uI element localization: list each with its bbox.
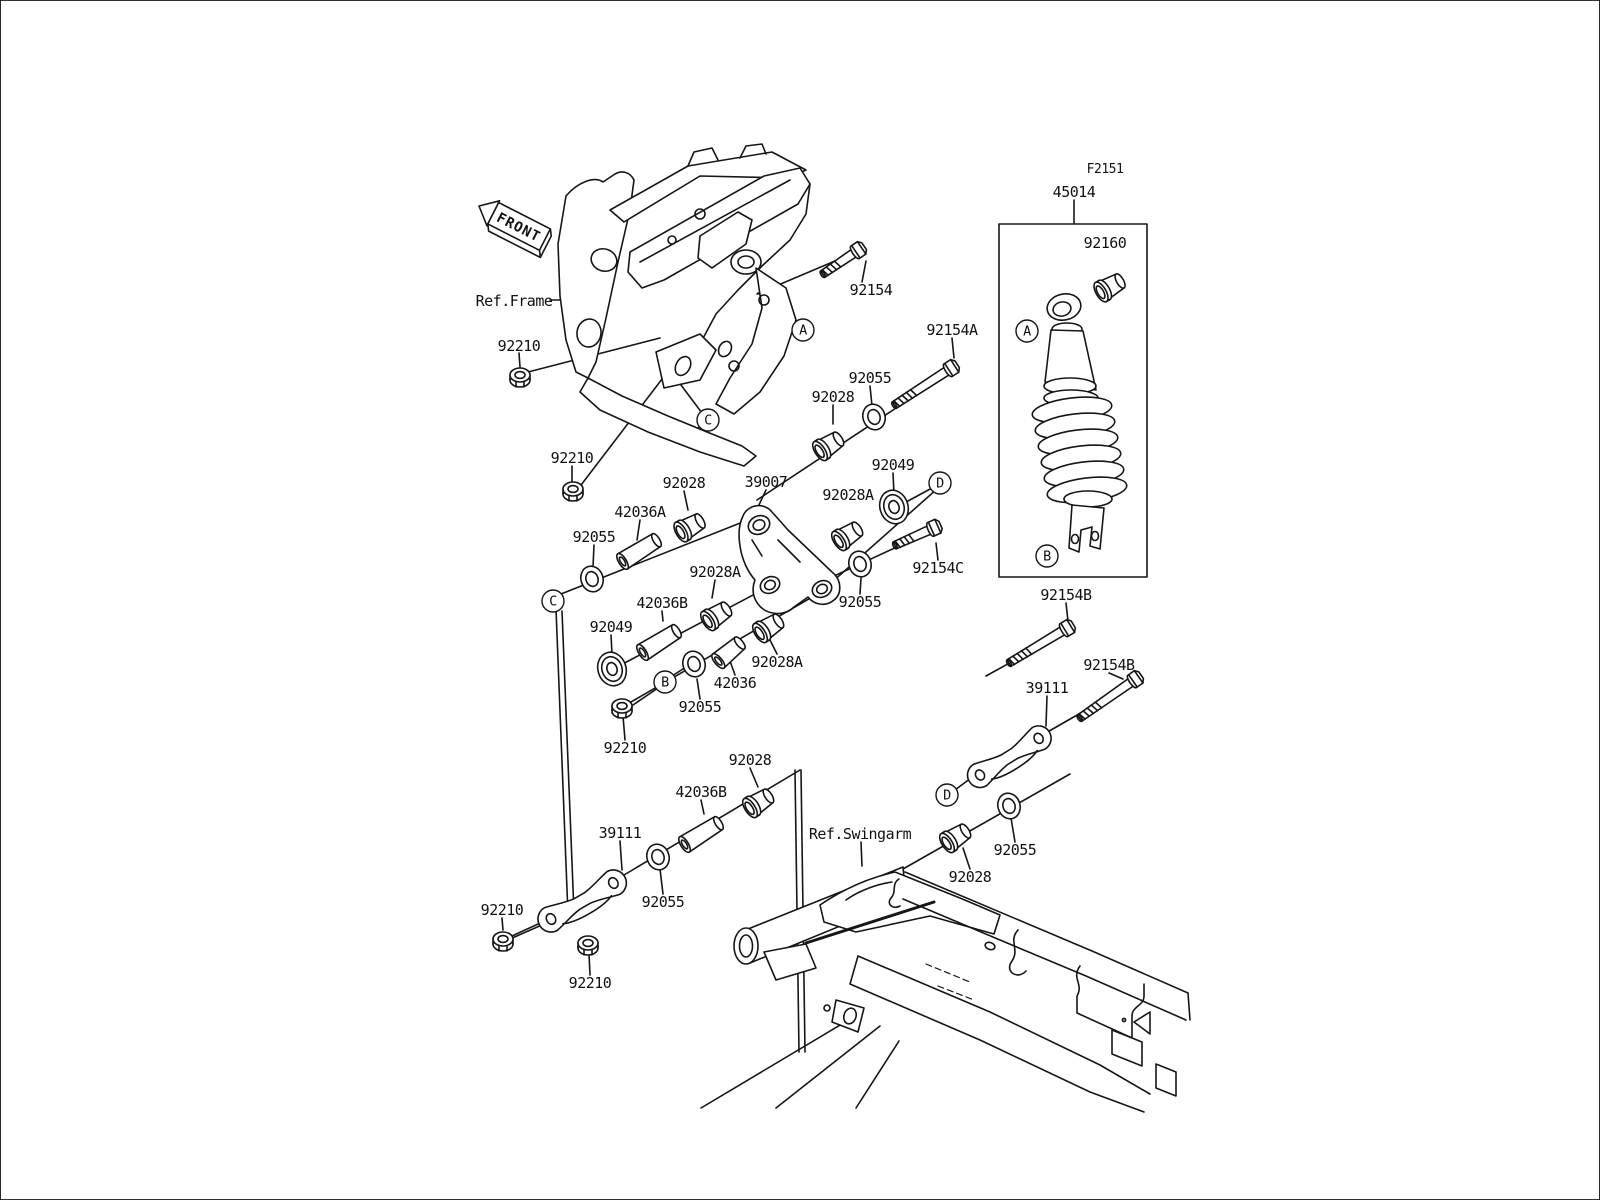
part-label-92154b: 92154B: [1083, 656, 1135, 674]
callout-letter: C: [549, 594, 557, 610]
nut-92210-4: [492, 931, 514, 952]
bolt-92154b-1: [1002, 617, 1078, 672]
part-label-92154b: 92154B: [1040, 586, 1092, 604]
part-label-92055: 92055: [839, 593, 882, 611]
callout-letter: B: [661, 675, 669, 691]
part-label-92210: 92210: [569, 974, 612, 992]
part-label-92160: 92160: [1084, 234, 1127, 252]
nut-92210-3: [611, 698, 633, 719]
callout-letter: B: [1043, 549, 1051, 565]
callout-circle: [697, 409, 719, 431]
bushing-92028-3: [739, 784, 779, 821]
part-label-39007: 39007: [745, 473, 788, 491]
oring-92055-2: [576, 562, 608, 596]
bushing-92028a-1: [697, 597, 737, 634]
part-label-92154a: 92154A: [926, 321, 978, 339]
callout-letter: A: [799, 323, 807, 339]
part-label-92049: 92049: [590, 618, 633, 636]
part-label-92055: 92055: [573, 528, 616, 546]
oring-92055-3: [678, 647, 710, 681]
bushing-92028-2: [670, 508, 710, 545]
part-label-92055: 92055: [994, 841, 1037, 859]
callout-c: C: [542, 590, 564, 612]
callout-letter: D: [943, 788, 951, 804]
part-label-ref-swingarm: Ref.Swingarm: [809, 825, 912, 843]
callout-b: B: [654, 671, 676, 693]
oring-92055-6: [993, 789, 1025, 823]
callout-circle: [654, 671, 676, 693]
sleeve-42036a: [613, 530, 665, 572]
part-label-92154c: 92154C: [912, 559, 963, 577]
frame-drawing: [558, 144, 810, 466]
callout-a: A: [1016, 320, 1038, 342]
callout-circle: [792, 319, 814, 341]
part-label-42036a: 42036A: [614, 503, 666, 521]
rocker-39007-drawing: [739, 506, 840, 614]
callout-b: B: [1036, 545, 1058, 567]
sleeve-42036b-1: [633, 621, 685, 663]
part-label-39111: 39111: [599, 824, 642, 842]
part-label-92028: 92028: [812, 388, 855, 406]
nut-92210-5: [577, 935, 599, 956]
tie-rod-39111-right: [962, 720, 1058, 795]
swingarm-drawing: [734, 867, 1190, 1112]
callout-circle: [929, 472, 951, 494]
part-label-92210: 92210: [604, 739, 647, 757]
part-label-92055: 92055: [642, 893, 685, 911]
part-label-92049: 92049: [872, 456, 915, 474]
callout-d: D: [936, 784, 958, 806]
bushing-92028-4: [936, 819, 976, 856]
front-marker: FRONT: [471, 194, 555, 258]
part-label-92154: 92154: [850, 281, 893, 299]
callout-letter: A: [1023, 324, 1031, 340]
part-label-92210: 92210: [481, 901, 524, 919]
bushing-92028-1: [809, 427, 849, 464]
bolt-92154a: [887, 357, 963, 414]
part-label-42036b: 42036B: [675, 783, 727, 801]
callout-circle: [542, 590, 564, 612]
callout-circle: [1036, 545, 1058, 567]
part-label-92055: 92055: [679, 698, 722, 716]
callout-d: D: [929, 472, 951, 494]
part-label-f2151: F2151: [1087, 162, 1124, 177]
callouts-layer: A A B B C C D D: [542, 319, 1058, 806]
seal-92049-1: [592, 647, 632, 691]
part-label-42036b: 42036B: [636, 594, 688, 612]
part-label-92028: 92028: [729, 751, 772, 769]
nut-92210-2: [562, 481, 584, 502]
part-label-92210: 92210: [498, 337, 541, 355]
part-label-92028: 92028: [663, 474, 706, 492]
bolt-92154b-2: [1073, 668, 1147, 727]
oring-92055-5: [642, 840, 674, 874]
callout-a: A: [792, 319, 814, 341]
oring-92055-4: [844, 547, 876, 581]
tie-rod-39111-left: [532, 864, 633, 939]
part-label-92028a: 92028A: [689, 563, 741, 581]
part-label-45014: 45014: [1053, 183, 1096, 201]
callout-letter: C: [704, 413, 712, 429]
seal-92049-2: [874, 485, 914, 529]
leader-lines: [502, 200, 1123, 975]
oring-92055-1: [858, 400, 890, 434]
bolt-92154: [816, 239, 870, 283]
part-label-92055: 92055: [849, 369, 892, 387]
part-label-92210: 92210: [551, 449, 594, 467]
part-label-92028a: 92028A: [822, 486, 874, 504]
part-label-39111: 39111: [1026, 679, 1069, 697]
sleeve-42036b-2: [675, 813, 727, 855]
part-label-92028: 92028: [949, 868, 992, 886]
nut-92210-1: [509, 367, 531, 388]
part-label-92028a: 92028A: [751, 653, 803, 671]
part-label-ref-frame: Ref.Frame: [476, 292, 553, 310]
callout-c: C: [697, 409, 719, 431]
callout-circle: [936, 784, 958, 806]
sleeve-42036: [708, 633, 749, 672]
callout-circle: [1016, 320, 1038, 342]
shock-absorber-drawing: [1031, 268, 1130, 552]
callout-letter: D: [936, 476, 944, 492]
part-label-42036: 42036: [714, 674, 757, 692]
bushing-92028a-3: [828, 517, 868, 554]
